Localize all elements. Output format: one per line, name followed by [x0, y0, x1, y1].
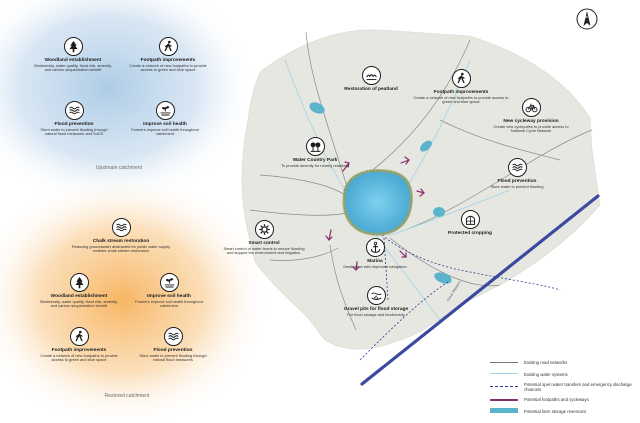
path-arrows	[325, 156, 425, 271]
upstream-zone-label: Upstream catchment	[95, 165, 143, 171]
feature-upstream-flood[interactable]: Flood prevention Store water to prevent …	[38, 101, 110, 137]
greenhouse-icon	[460, 210, 480, 229]
anchor-icon	[365, 238, 385, 257]
hiker-icon	[158, 37, 178, 56]
waves-icon	[64, 101, 84, 120]
tree-icon	[63, 37, 83, 56]
restored-zone-glow	[0, 170, 272, 423]
gear-icon	[254, 220, 274, 239]
feature-restored-flood[interactable]: Flood prevention Store water to prevent …	[134, 327, 212, 363]
waves-icon	[111, 218, 131, 237]
waves-icon	[163, 327, 183, 346]
park-icon	[305, 137, 325, 156]
feature-cropping[interactable]: Protected cropping	[438, 210, 502, 237]
upstream-zone-glow	[0, 0, 258, 208]
feature-cycleway[interactable]: New cycleway provision Create new cyclep…	[491, 98, 571, 134]
feature-restored-footpath[interactable]: Footpath improvements Create a network o…	[38, 327, 120, 363]
gravel-icon	[366, 286, 386, 305]
north-arrow	[576, 8, 598, 30]
feature-upstream-soil[interactable]: Improve soil health Farmers improve soil…	[130, 101, 200, 137]
tree-icon	[69, 273, 89, 292]
waves-icon	[507, 158, 527, 177]
feature-map-flood[interactable]: Flood prevention Store water to prevent …	[476, 158, 558, 189]
feature-marina[interactable]: Marina Destination with improved navigat…	[336, 238, 414, 269]
main-road	[360, 194, 600, 386]
legend: Existing road networks Existing water sy…	[490, 357, 638, 417]
feature-chalk-stream[interactable]: Chalk stream restoration Reducing ground…	[69, 218, 173, 254]
feature-park[interactable]: Water Country Park To provide amenity fo…	[279, 137, 351, 168]
feature-map-footpath[interactable]: Footpath improvements Create a network o…	[413, 69, 509, 105]
feature-smart-control[interactable]: Smart control Smart control of water lev…	[220, 220, 308, 256]
peat-icon	[361, 66, 381, 85]
legend-row-transfers: Potential open water transfers and emerg…	[490, 380, 638, 394]
farm-reservoirs	[309, 102, 452, 284]
feature-gravel[interactable]: Gravel pits for flood storage For flood …	[337, 286, 415, 317]
legend-row-roads: Existing road networks	[490, 357, 638, 369]
existing-roads	[249, 31, 593, 331]
legend-row-reservoirs: Potential farm storage reservoirs	[490, 406, 638, 418]
feature-upstream-woodland[interactable]: Woodland establishment Biodiversity, wat…	[32, 37, 114, 73]
legend-row-paths: Potential footpaths and cycleways	[490, 394, 638, 406]
hiker-icon	[451, 69, 471, 88]
transfer-channels	[359, 234, 561, 361]
feature-peatland[interactable]: Restoration of peatland	[328, 66, 414, 93]
feature-upstream-footpath[interactable]: Footpath improvements Create a network o…	[126, 37, 210, 73]
soil-icon	[159, 273, 179, 292]
north-letter: N	[585, 14, 588, 19]
soil-icon	[155, 101, 175, 120]
feature-restored-woodland[interactable]: Woodland establishment Biodiversity, wat…	[38, 273, 120, 309]
legend-row-water: Existing water systems	[490, 369, 638, 381]
feature-restored-soil[interactable]: Improve soil health Farmers improve soil…	[134, 273, 204, 309]
restored-zone-label: Restored catchment	[104, 393, 150, 399]
bicycle-icon	[521, 98, 541, 117]
hiker-icon	[69, 327, 89, 346]
